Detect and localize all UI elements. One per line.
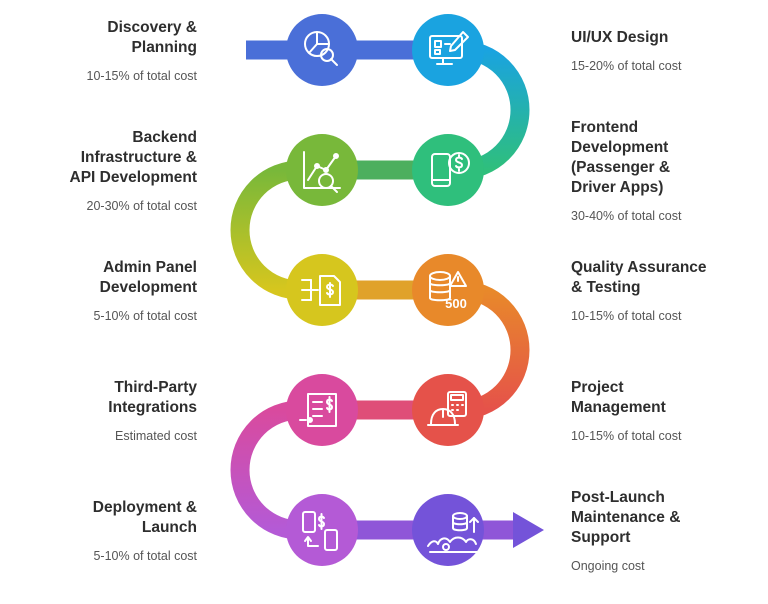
step-cost: 5-10% of total cost <box>93 309 197 323</box>
phone-transfer-dollar-icon <box>302 511 338 551</box>
step-title: Quality Assurance & Testing <box>571 259 707 296</box>
chart-analysis-icon <box>303 151 341 193</box>
curve-left-1 <box>230 160 320 300</box>
step-cost: 10-15% of total cost <box>86 69 197 83</box>
step-admin-panel: Admin Panel Development 5-10% of total c… <box>93 258 197 323</box>
step-cost: 30-40% of total cost <box>571 209 682 223</box>
step-backend-infrastructure: Backend Infrastructure & API Development… <box>70 128 197 213</box>
node-qa <box>412 254 484 326</box>
step-cost: 5-10% of total cost <box>93 549 197 563</box>
node-frontend <box>412 134 484 206</box>
mobile-payment-icon <box>431 152 470 187</box>
step-quality-assurance: Quality Assurance & Testing 10-15% of to… <box>571 258 707 323</box>
step-post-launch-support: Post-Launch Maintenance & Support Ongoin… <box>571 488 680 573</box>
database-error-500-icon <box>429 271 467 302</box>
step-project-management: Project Management 10-15% of total cost <box>571 378 681 443</box>
database-maintenance-icon <box>427 512 479 553</box>
step-title: Frontend Development (Passenger & Driver… <box>571 119 671 196</box>
step-title: Admin Panel Development <box>99 259 197 296</box>
step-title: Third-Party Integrations <box>108 379 197 416</box>
step-title: Discovery & Planning <box>107 19 197 56</box>
arrow-head <box>513 512 544 548</box>
step-cost: Estimated cost <box>115 429 197 443</box>
step-title: Project Management <box>571 379 666 416</box>
error-500-label: 500 <box>445 296 467 311</box>
invoice-dollar-icon <box>299 393 337 427</box>
step-title: Backend Infrastructure & API Development <box>69 129 197 186</box>
flow-document-dollar-icon <box>301 275 341 306</box>
node-support <box>412 494 484 566</box>
node-backend <box>286 134 358 206</box>
step-discovery-planning: Discovery & Planning 10-15% of total cos… <box>87 18 197 83</box>
step-ui-ux-design: UI/UX Design 15-20% of total cost <box>571 28 681 73</box>
node-uiux <box>412 14 484 86</box>
node-deploy <box>286 494 358 566</box>
step-third-party-integrations: Third-Party Integrations Estimated cost <box>108 378 197 443</box>
step-cost: 10-15% of total cost <box>571 429 682 443</box>
step-deployment-launch: Deployment & Launch 5-10% of total cost <box>93 498 197 563</box>
node-discovery <box>286 14 358 86</box>
step-cost: 15-20% of total cost <box>571 59 682 73</box>
step-cost: 10-15% of total cost <box>571 309 682 323</box>
node-admin <box>286 254 358 326</box>
step-cost: Ongoing cost <box>571 559 645 573</box>
step-title: Deployment & Launch <box>92 499 197 536</box>
calculator-helmet-icon <box>427 391 467 426</box>
step-title: Post-Launch Maintenance & Support <box>571 489 681 546</box>
pie-chart-search-icon <box>304 31 338 66</box>
step-frontend-development: Frontend Development (Passenger & Driver… <box>571 118 681 223</box>
design-monitor-pencil-icon <box>429 31 469 65</box>
step-title: UI/UX Design <box>571 29 669 46</box>
curve-left-2 <box>230 400 320 540</box>
step-cost: 20-30% of total cost <box>86 199 197 213</box>
